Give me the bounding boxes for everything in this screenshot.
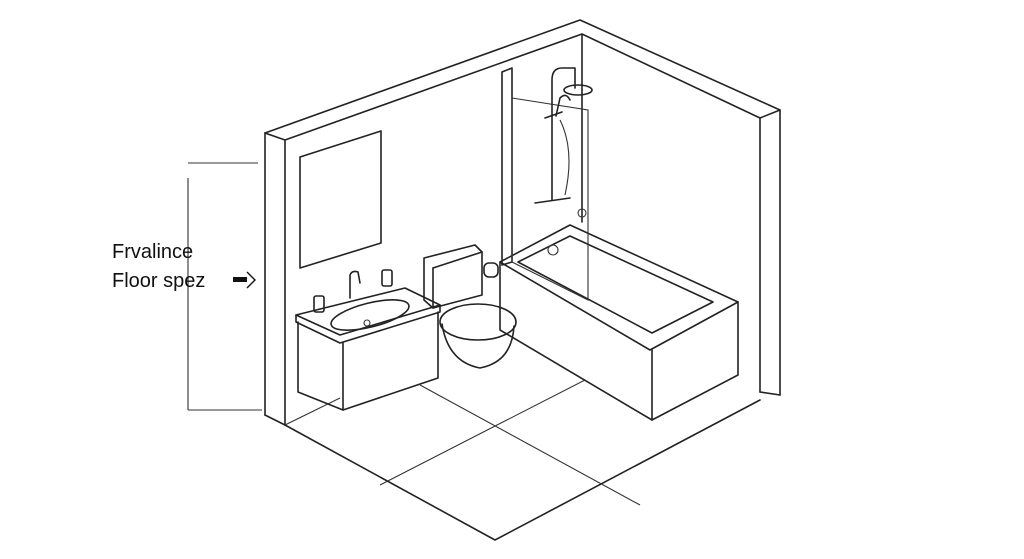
bathtub bbox=[499, 224, 739, 421]
arrow-right-icon bbox=[233, 271, 256, 289]
shower bbox=[501, 67, 593, 301]
floor bbox=[284, 379, 761, 541]
annotation-line2: Floor spez bbox=[112, 270, 206, 292]
mirror bbox=[299, 130, 382, 269]
walls bbox=[264, 19, 781, 426]
dimension-bracket bbox=[187, 162, 262, 411]
vanity-sink bbox=[295, 269, 441, 411]
annotation-line1: Frvalince bbox=[112, 241, 194, 263]
toilet bbox=[423, 244, 517, 369]
